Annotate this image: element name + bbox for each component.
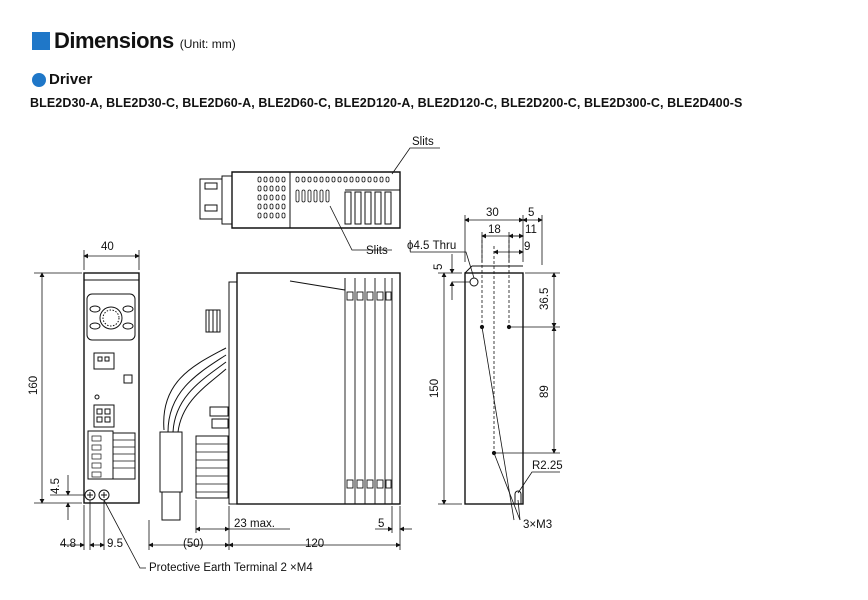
dim-side-cable: (50): [183, 538, 204, 550]
dim-front-left: 4.8: [60, 538, 76, 550]
slits-label-bottom: Slits: [366, 245, 388, 257]
dim-front-pitch: 9.5: [107, 538, 123, 550]
dim-back-hole2: 11: [525, 224, 537, 236]
dim-back-hole3: 9: [524, 241, 530, 253]
top-view: [199, 147, 440, 251]
unit-note: (Unit: mm): [179, 37, 236, 51]
screws-label: 3×M3: [523, 519, 552, 531]
dim-front-width: 40: [101, 241, 114, 253]
subsection-header: Driver: [32, 71, 92, 88]
back-dimensions: [410, 215, 560, 521]
side-view: [159, 272, 401, 521]
model-list: BLE2D30-A, BLE2D30-C, BLE2D60-A, BLE2D60…: [30, 96, 743, 110]
dim-back-height: 150: [429, 379, 441, 398]
square-bullet-icon: [32, 32, 50, 50]
dim-back-pitch2: 89: [539, 385, 551, 398]
dim-side-depth: 120: [305, 538, 324, 550]
slit-holes: [257, 176, 390, 219]
dim-back-top: 5: [433, 264, 445, 270]
dim-front-height: 160: [28, 376, 40, 395]
subsection-title: Driver: [49, 71, 93, 88]
page-title: Dimensions: [54, 28, 174, 53]
radius-label: R2.25: [532, 460, 563, 472]
dim-side-edge: 5: [378, 518, 384, 530]
dim-back-width: 30: [486, 207, 499, 219]
circle-bullet-icon: [32, 72, 46, 87]
section-header: Dimensions (Unit: mm): [32, 28, 236, 54]
pe-terminal-label: Protective Earth Terminal 2 ×M4: [149, 562, 313, 574]
dim-back-right: 5: [528, 207, 534, 219]
front-dimensions: [34, 250, 146, 569]
slits-label-top: Slits: [412, 136, 434, 148]
dim-front-bottom: 4.5: [50, 478, 62, 494]
hole-label: ϕ4.5 Thru: [407, 240, 456, 252]
front-view: [83, 272, 140, 504]
side-dimensions: [148, 500, 412, 550]
dim-back-pitch1: 36.5: [539, 288, 551, 310]
dim-side-connector: 23 max.: [234, 518, 275, 530]
dim-back-hole1: 18: [488, 224, 501, 236]
